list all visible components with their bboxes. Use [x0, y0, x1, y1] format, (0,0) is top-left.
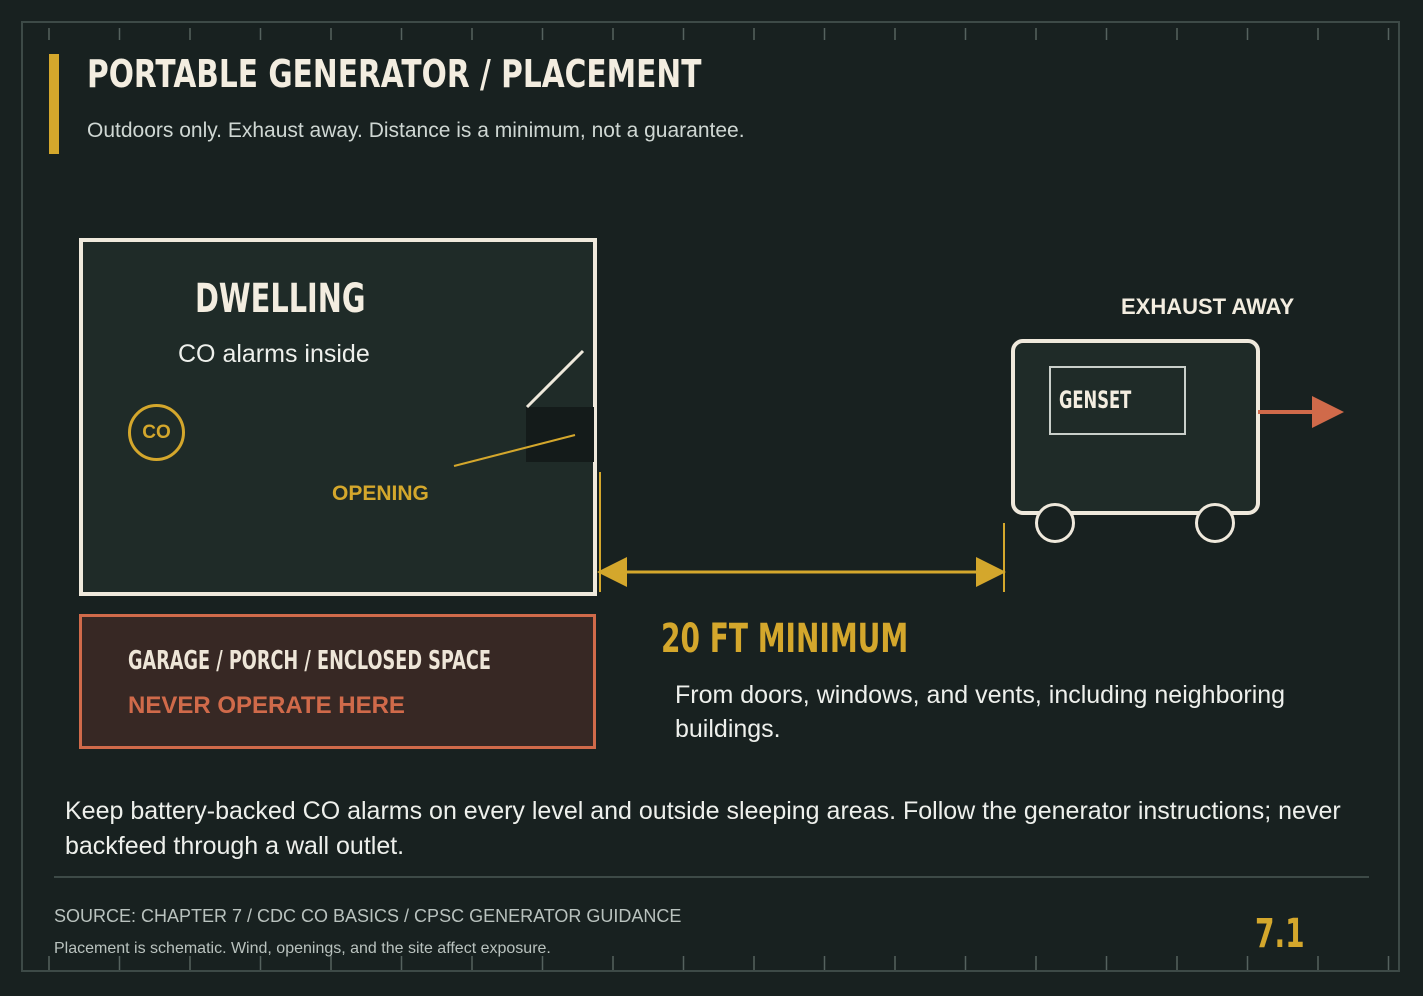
- page-number: 7.1: [1255, 911, 1305, 957]
- generator-body: [1011, 339, 1260, 515]
- distance-note: From doors, windows, and vents, includin…: [675, 681, 1286, 743]
- exhaust-label: EXHAUST AWAY: [1121, 294, 1295, 319]
- co-badge-label: CO: [142, 421, 171, 443]
- garage-title: GARAGE / PORCH / ENCLOSED SPACE: [128, 646, 491, 676]
- dwelling-subtitle: CO alarms inside: [178, 340, 370, 368]
- source-line: SOURCE: CHAPTER 7 / CDC CO BASICS / CPSC…: [54, 906, 682, 926]
- generator-label: GENSET: [1059, 386, 1132, 414]
- page-subtitle: Outdoors only. Exhaust away. Distance is…: [87, 119, 745, 142]
- footer-note: Keep battery-backed CO alarms on every l…: [65, 797, 1341, 860]
- page-frame: [21, 21, 1400, 972]
- generator-wheel-right: [1195, 503, 1235, 543]
- page-title: PORTABLE GENERATOR / PLACEMENT: [87, 52, 702, 96]
- co-alarm-icon: CO: [128, 404, 185, 461]
- footer-divider: [54, 876, 1369, 878]
- distance-label: 20 FT MINIMUM: [661, 616, 909, 662]
- dwelling-title: DWELLING: [195, 276, 366, 322]
- generator-panel: [1049, 366, 1186, 435]
- garage-warning-box: [79, 614, 596, 749]
- disclaimer: Placement is schematic. Wind, openings, …: [54, 940, 551, 957]
- door-opening: [526, 407, 594, 462]
- title-accent-bar: [49, 54, 59, 154]
- generator-wheel-left: [1035, 503, 1075, 543]
- opening-label: OPENING: [332, 482, 429, 505]
- garage-warning: NEVER OPERATE HERE: [128, 692, 405, 719]
